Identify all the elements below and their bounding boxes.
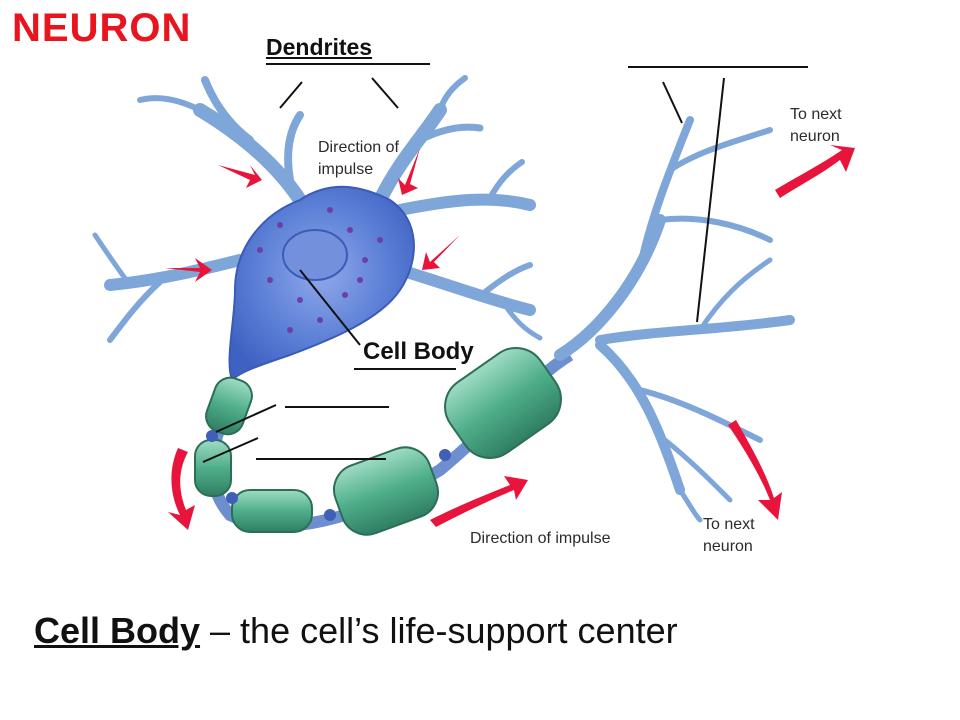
cell-body-shape xyxy=(228,185,415,382)
next-top-line2: neuron xyxy=(790,128,840,145)
blank-label-axon-terminal xyxy=(628,66,808,68)
blank-label-dendrites-underline xyxy=(266,63,430,65)
blank-label-node xyxy=(256,458,386,460)
to-next-neuron-top-label: To next neuron xyxy=(790,104,842,148)
direction-top-line2: impulse xyxy=(318,161,374,178)
caption-term: Cell Body xyxy=(34,610,201,651)
caption-definition: – the cell’s life-support center xyxy=(200,610,678,651)
cell-body-label: Cell Body xyxy=(363,338,474,366)
cell-body-label-text: Cell Body xyxy=(363,338,474,365)
dendrites-label-text: Dendrites xyxy=(266,34,373,60)
direction-top-line1: Direction of xyxy=(318,139,399,156)
dendrites xyxy=(92,75,543,343)
caption: Cell Body – the cell’s life-support cent… xyxy=(34,610,678,652)
myelin-sheath xyxy=(194,347,562,536)
next-bottom-line1: To next xyxy=(703,516,755,533)
blank-label-cell-body-underline xyxy=(354,368,456,370)
leader-lines xyxy=(202,77,725,463)
direction-arrow-icon xyxy=(165,145,855,530)
dendrites-label: Dendrites xyxy=(266,34,372,61)
next-bottom-line2: neuron xyxy=(703,538,753,555)
direction-of-impulse-top-label: Direction of impulse xyxy=(318,137,399,181)
nissl-granules xyxy=(257,207,383,333)
next-top-line1: To next xyxy=(790,106,842,123)
nodes-of-ranvier xyxy=(206,430,451,521)
slide-title: NEURON xyxy=(12,6,192,50)
nucleus xyxy=(282,229,348,281)
to-next-neuron-bottom-label: To next neuron xyxy=(703,514,755,558)
direction-bottom-text: Direction of impulse xyxy=(470,530,611,547)
blank-label-myelin xyxy=(285,406,389,408)
axon-terminals xyxy=(554,116,795,523)
direction-of-impulse-bottom-label: Direction of impulse xyxy=(470,528,611,550)
